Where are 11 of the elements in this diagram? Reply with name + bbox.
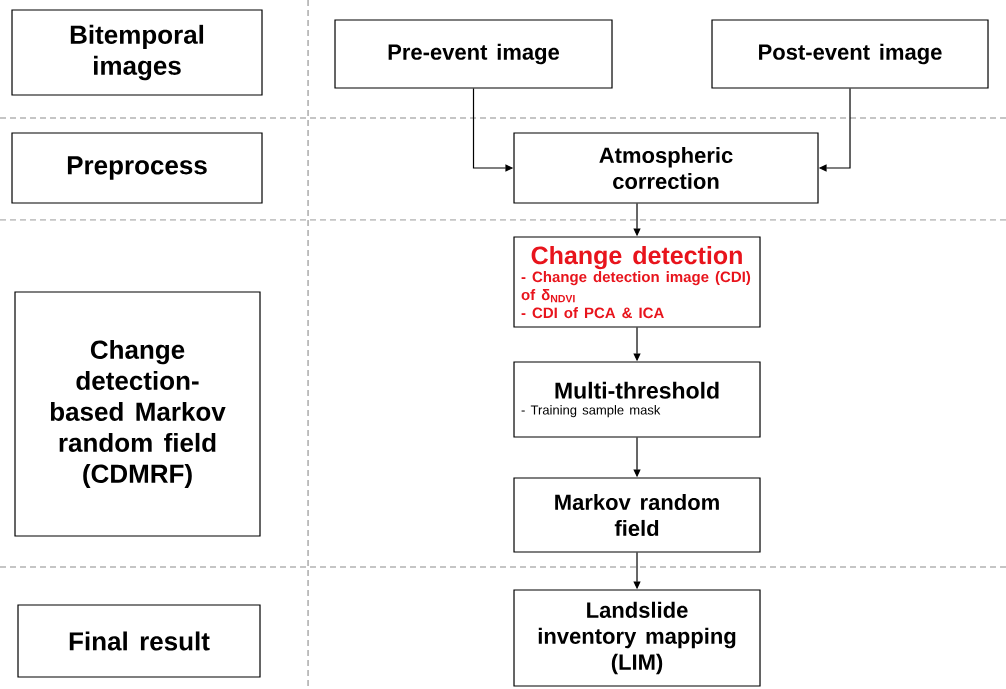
process-box: Markov random field xyxy=(513,477,761,553)
input-box: Pre-event image xyxy=(334,19,613,89)
stage-label-box: Bitemporal images xyxy=(11,9,263,96)
stage-label-box: Preprocess xyxy=(11,132,263,204)
process-box: Change detection - Change detection image (CDI) of δ$_{NDVI}$ - CDI of PCA & ICA xyxy=(513,236,761,328)
stage-label-box: Final result xyxy=(17,604,261,678)
process-box: Landslide inventory mapping (LIM) xyxy=(513,589,761,687)
process-box: Multi-threshold - Training sample mask xyxy=(513,361,761,438)
stage-label-box: Change detection-based Markov random field (CDMRF) xyxy=(14,291,261,537)
input-box: Post-event image xyxy=(711,19,989,89)
process-box: Atmospheric correction xyxy=(513,132,819,204)
